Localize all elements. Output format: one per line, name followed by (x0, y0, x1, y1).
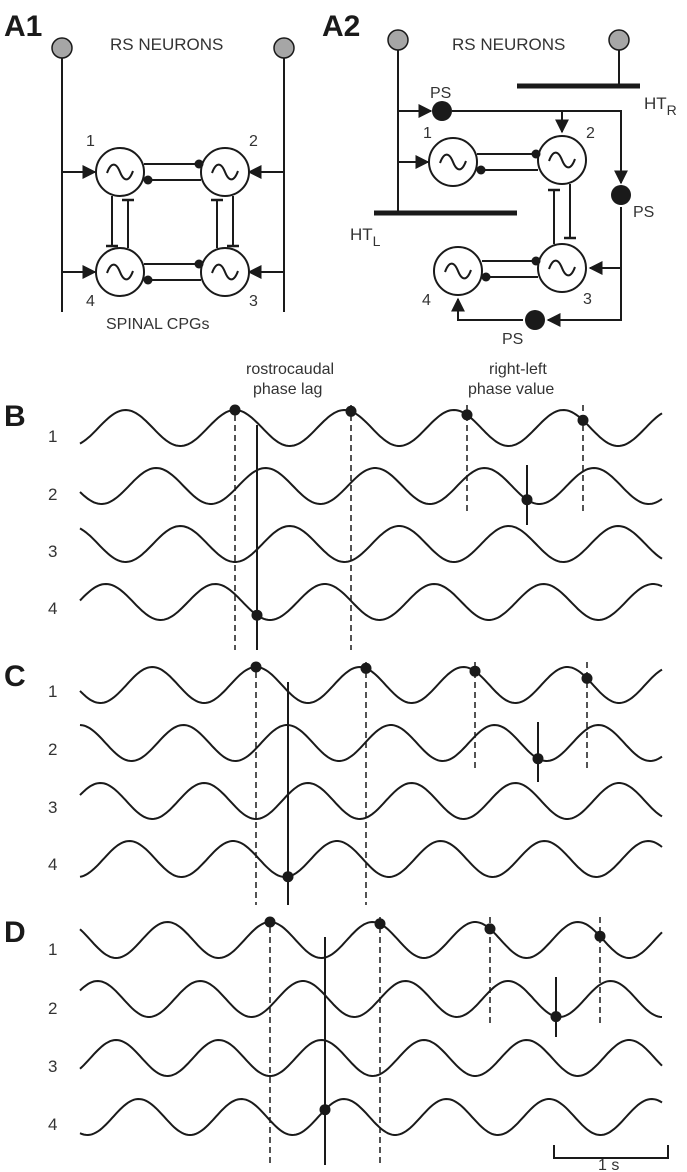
trace-d-label-2: 2 (48, 999, 57, 1018)
peak-dot-d-1 (264, 916, 276, 928)
trace-d-label-1: 1 (48, 940, 57, 959)
a2-ps-synapse-top (432, 101, 452, 121)
peak-dot-d-4 (594, 930, 606, 942)
a2-ps-label-top: PS (430, 85, 451, 102)
a2-crossed-inhibition (476, 149, 541, 282)
peak-dot-b-3 (461, 409, 473, 421)
a2-ps-path-right (546, 207, 622, 327)
a2-cpg-oscillator-2 (537, 135, 587, 185)
trace-b-4 (79, 582, 663, 622)
panel-label-d: D (4, 916, 26, 949)
peak-dot-d-5 (550, 1011, 562, 1023)
peak-dot-c-6 (282, 871, 294, 883)
peak-dot-c-2 (360, 662, 372, 674)
trace-d-label-3: 3 (48, 1057, 57, 1076)
peak-dot-b-5 (521, 494, 533, 506)
trace-c-2 (79, 723, 663, 763)
trace-c-4 (79, 839, 663, 879)
trace-b-1 (79, 408, 663, 448)
trace-c-label-4: 4 (48, 855, 57, 874)
diagram-a1: RS NEURONS (51, 35, 295, 333)
panel-label-b: B (4, 400, 26, 433)
trace-b-label-3: 3 (48, 542, 57, 561)
a1-rs-neuron-left (51, 37, 73, 59)
scale-bar: 1 s (553, 1145, 669, 1172)
oscillation-traces (79, 404, 663, 1165)
a1-node-label-1: 1 (86, 133, 95, 150)
a1-node-label-2: 2 (249, 133, 258, 150)
scale-bar-label: 1 s (598, 1157, 619, 1172)
panel-label-a1: A1 (4, 10, 42, 43)
diagram-a2: RS NEURONS (350, 29, 677, 348)
a2-node-label-1: 1 (423, 125, 432, 142)
peak-dot-c-4 (581, 672, 593, 684)
a1-crossed-inhibition (143, 159, 204, 285)
trace-c-3 (79, 781, 663, 821)
a2-ps-synapse-bottom (525, 310, 545, 330)
a1-cpg-oscillator-3 (200, 247, 250, 297)
a2-cpg-oscillator-4 (433, 246, 483, 296)
a2-node-label-2: 2 (586, 125, 595, 142)
trace-b-2 (79, 466, 663, 506)
peak-dot-b-4 (577, 414, 589, 426)
a2-ps-path-bottom (451, 297, 523, 321)
trace-d-4 (79, 1097, 663, 1137)
a1-cpg-oscillator-4 (95, 247, 145, 297)
a1-rs-neuron-right (273, 37, 295, 59)
annotation-right-left-line1: right-left (489, 361, 547, 378)
trace-b-label-4: 4 (48, 599, 57, 618)
trace-d-1 (79, 920, 663, 960)
peak-dot-b-2 (345, 405, 357, 417)
a2-cpg-oscillator-3 (537, 243, 587, 293)
a2-rs-neuron-left (387, 29, 409, 51)
a1-cpg-oscillator-1 (95, 147, 145, 197)
peak-dot-d-6 (319, 1104, 331, 1116)
trace-b-label-1: 1 (48, 427, 57, 446)
trace-d-2 (79, 979, 663, 1019)
a1-cpg-oscillator-2 (200, 147, 250, 197)
peak-dot-c-5 (532, 753, 544, 765)
trace-b-3 (79, 524, 663, 564)
a2-longitudinal-inhibition (548, 184, 576, 244)
trace-d-label-4: 4 (48, 1115, 57, 1134)
a2-ps-path-top (452, 110, 628, 185)
peak-dot-c-1 (250, 661, 262, 673)
trace-c-1 (79, 665, 663, 705)
a2-node-label-4: 4 (422, 292, 431, 309)
a2-cpg-oscillator-1 (428, 137, 478, 187)
trace-c-label-1: 1 (48, 682, 57, 701)
trace-c-label-2: 2 (48, 740, 57, 759)
panel-label-c: C (4, 660, 26, 693)
a2-ht-left-label: HTL (350, 225, 381, 249)
trace-c-label-3: 3 (48, 798, 57, 817)
a2-ht-right-label: HTR (644, 94, 677, 118)
panel-label-a2: A2 (322, 10, 360, 43)
a1-node-label-3: 3 (249, 293, 258, 310)
a1-node-label-4: 4 (86, 293, 95, 310)
a2-node-label-3: 3 (583, 291, 592, 308)
annotation-rostrocaudal-line2: phase lag (253, 381, 322, 398)
a1-footer: SPINAL CPGs (106, 316, 209, 333)
a2-title: RS NEURONS (452, 35, 565, 54)
peak-dot-c-3 (469, 665, 481, 677)
peak-dot-b-1 (229, 404, 241, 416)
a2-ps-label-right: PS (633, 204, 654, 221)
a1-longitudinal-inhibition (106, 196, 239, 248)
peak-dot-d-3 (484, 923, 496, 935)
annotation-right-left-line2: phase value (468, 381, 554, 398)
annotation-rostrocaudal-line1: rostrocaudal (246, 361, 334, 378)
trace-b-label-2: 2 (48, 485, 57, 504)
a1-title: RS NEURONS (110, 35, 223, 54)
a2-ps-synapse-right (611, 185, 631, 205)
a2-rs-neuron-right (608, 29, 630, 51)
a2-ps-label-bottom: PS (502, 331, 523, 348)
trace-d-3 (79, 1038, 663, 1078)
peak-dot-d-2 (374, 918, 386, 930)
trace-labels: 1 2 3 4 1 2 3 4 1 2 3 4 (48, 427, 57, 1134)
peak-dot-b-6 (251, 609, 263, 621)
